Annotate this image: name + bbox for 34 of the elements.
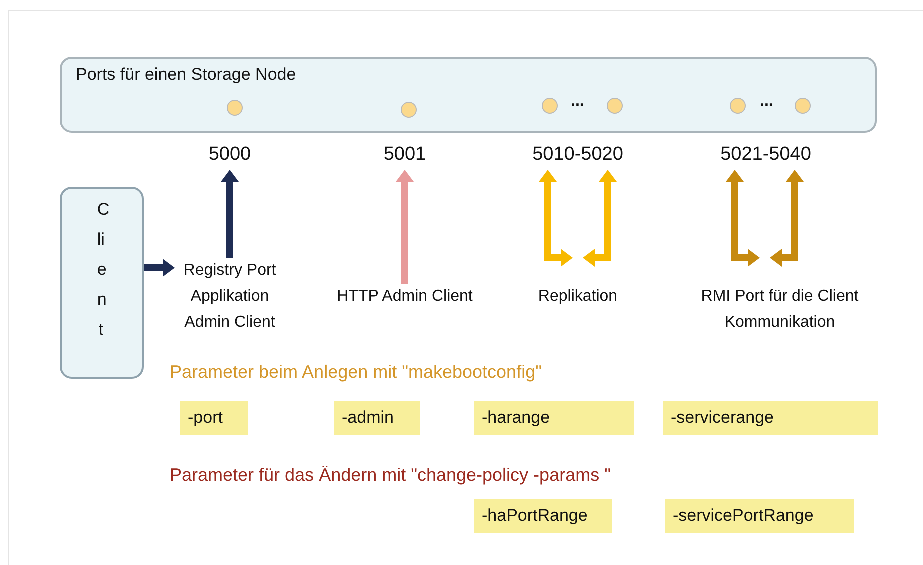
port-number: 5001 <box>355 142 455 170</box>
parameter-tag: -port <box>180 401 248 435</box>
arrow <box>396 170 414 284</box>
parameter-tag: -harange <box>474 401 634 435</box>
port-description: RMI Port für die Client Kommunikation <box>700 284 860 340</box>
arrow <box>221 170 239 258</box>
port-number: 5021-5040 <box>706 142 826 170</box>
parameter-tag: -haPortRange <box>474 499 612 533</box>
arrow <box>770 170 804 267</box>
port-description: HTTP Admin Client <box>315 284 495 312</box>
arrow <box>726 170 760 267</box>
port-dot <box>227 100 243 116</box>
ellipsis: ... <box>760 93 774 111</box>
section-heading: Parameter beim Anlegen mit "makebootconfig" <box>170 362 542 383</box>
client-box <box>60 187 144 379</box>
panel-title: Ports für einen Storage Node <box>76 65 296 85</box>
arrow <box>144 259 175 277</box>
parameter-tag: -admin <box>334 401 420 435</box>
parameter-tag: -servicePortRange <box>665 499 854 533</box>
port-dot <box>607 98 623 114</box>
port-description: Replikation <box>520 284 636 312</box>
arrow <box>539 170 573 267</box>
port-dot <box>401 102 417 118</box>
ellipsis: ... <box>571 93 584 111</box>
storage-node-panel <box>60 57 877 133</box>
port-dot <box>795 98 811 114</box>
arrow <box>583 170 617 267</box>
port-dot <box>730 98 746 114</box>
port-number: 5000 <box>180 142 280 170</box>
port-number: 5010-5020 <box>518 142 638 170</box>
section-heading: Parameter für das Ändern mit "change-policy -params " <box>170 465 611 486</box>
port-description: Registry Port Applikation Admin Client <box>175 258 285 338</box>
port-dot <box>542 98 558 114</box>
parameter-tag: -servicerange <box>663 401 878 435</box>
